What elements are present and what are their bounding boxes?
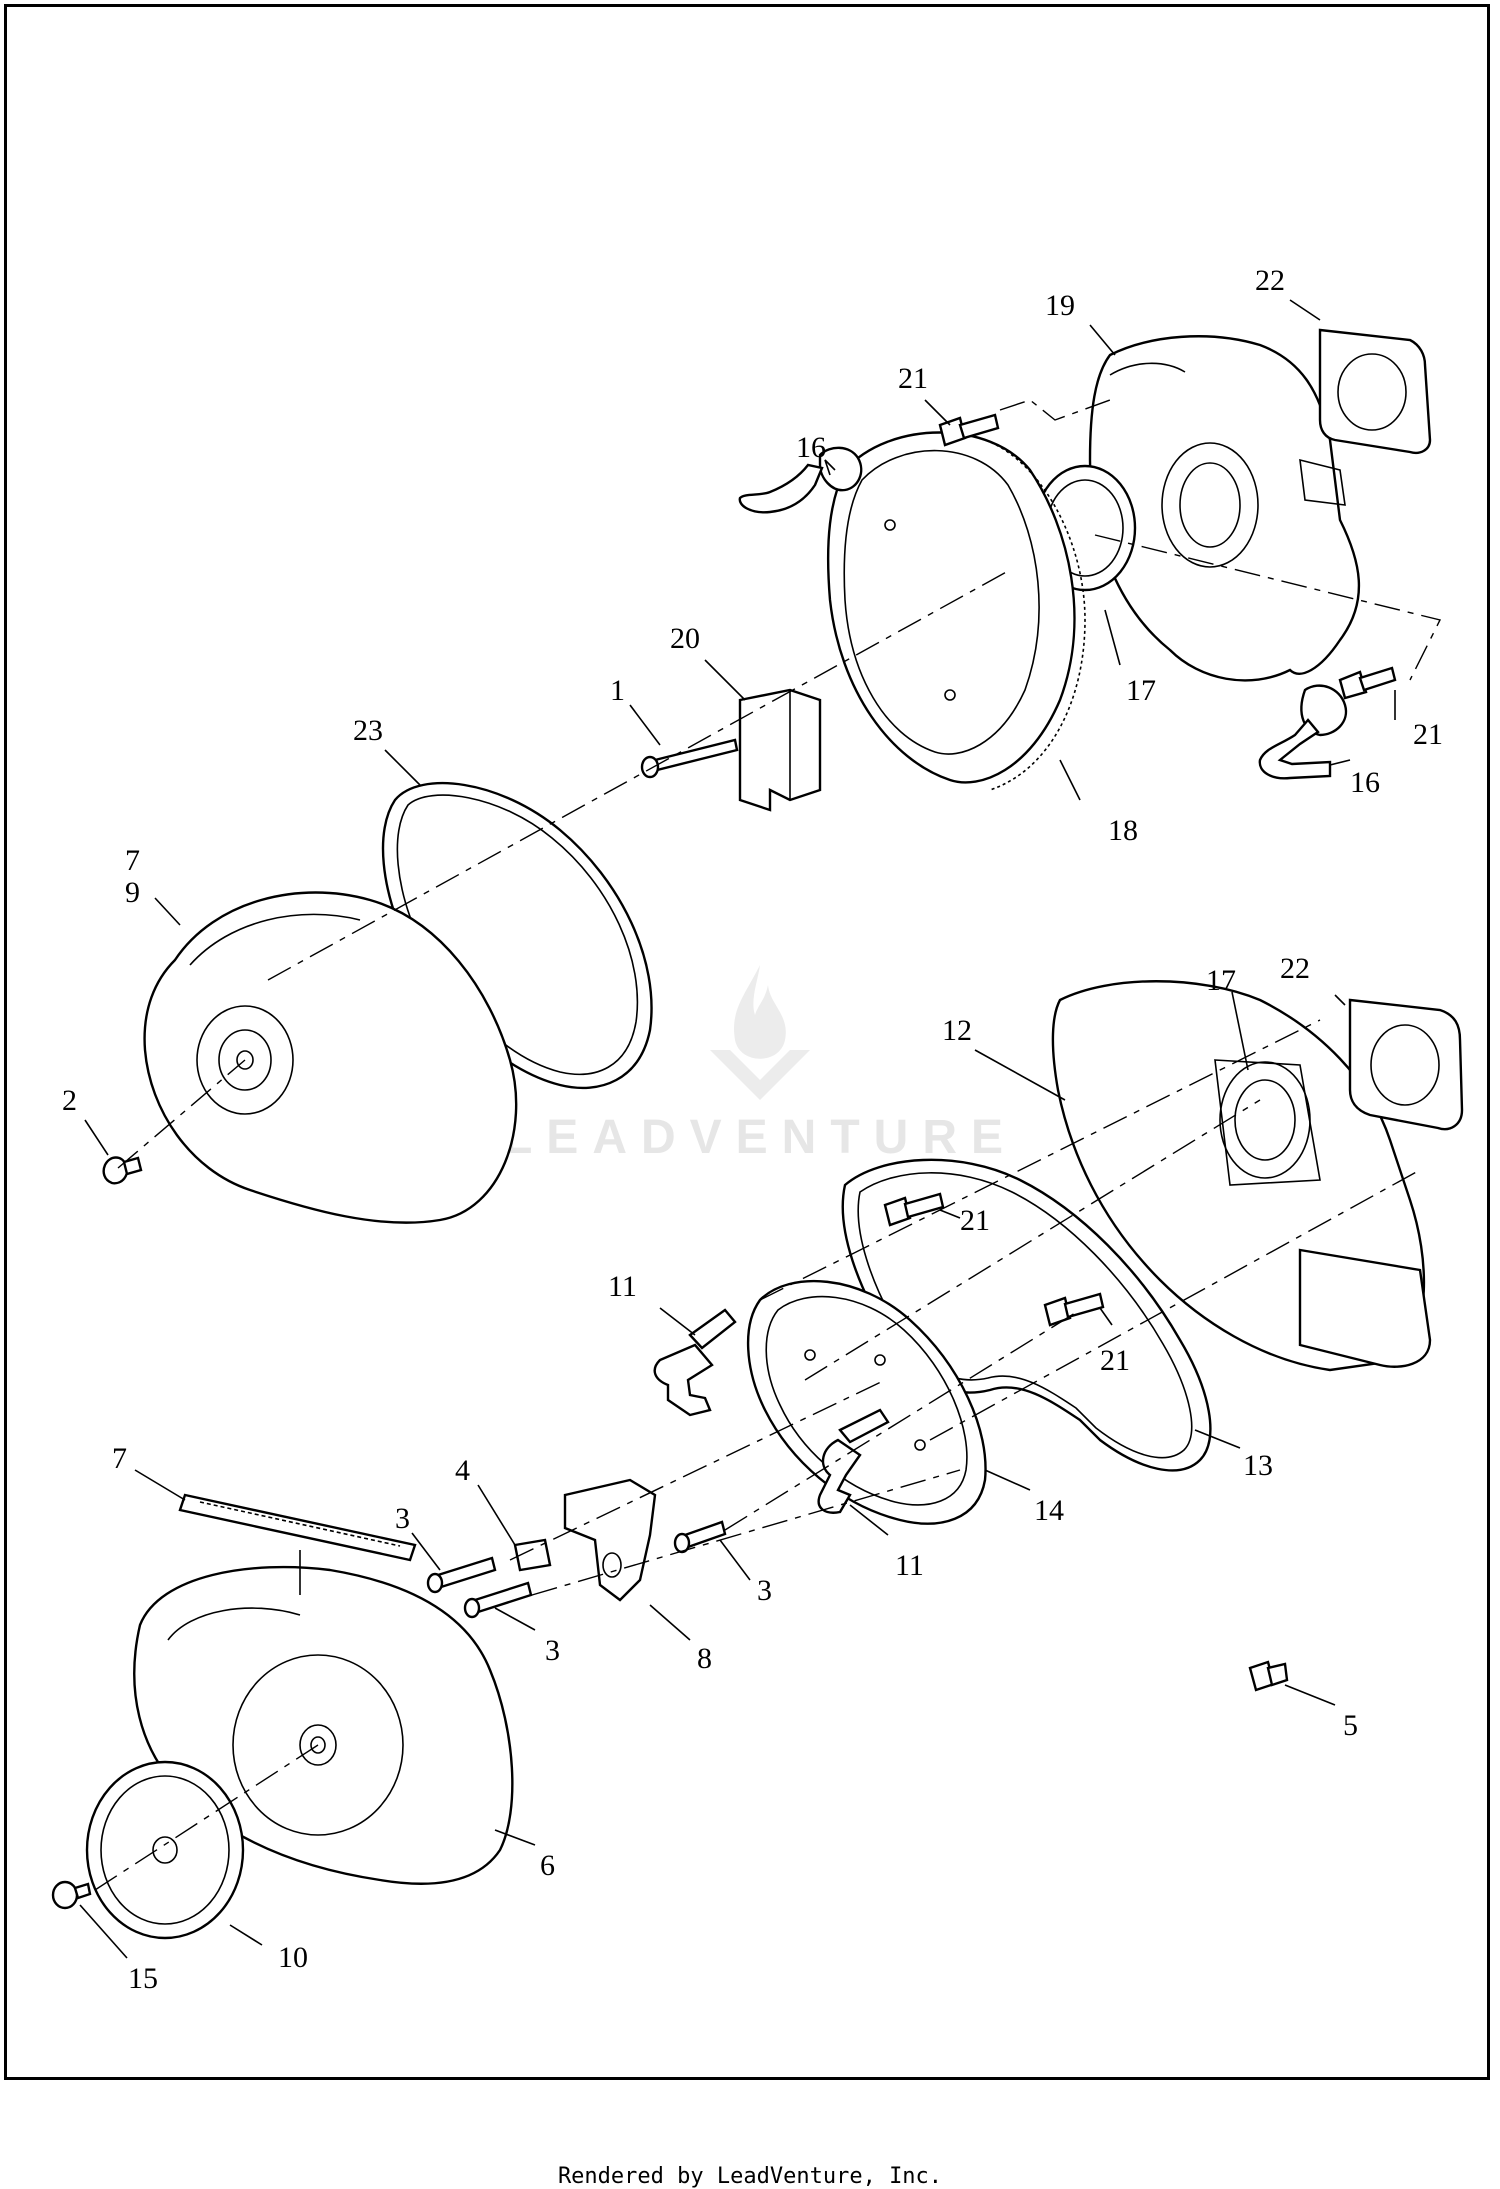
screw-3-upper bbox=[426, 1556, 497, 1594]
callout-6: 6 bbox=[540, 1849, 555, 1882]
callout-12: 12 bbox=[942, 1014, 972, 1047]
bolt-21-upper bbox=[938, 413, 1000, 447]
screw-3-right bbox=[673, 1520, 727, 1554]
callout-9: 9 bbox=[125, 876, 140, 909]
cover-upper bbox=[143, 891, 518, 1224]
leader-lines bbox=[79, 299, 1396, 1959]
screw-2 bbox=[102, 1156, 143, 1185]
screw-3-lower bbox=[463, 1581, 533, 1619]
diagram-frame bbox=[4, 4, 1490, 2080]
callout-5: 5 bbox=[1343, 1709, 1358, 1742]
callout-21-lower-b: 21 bbox=[1100, 1344, 1130, 1377]
callout-3-lower: 3 bbox=[545, 1634, 560, 1667]
callout-15: 15 bbox=[128, 1962, 158, 1995]
clip-5 bbox=[1248, 1660, 1289, 1692]
backplate-lower bbox=[1051, 980, 1432, 1372]
gasket-upper bbox=[1318, 328, 1432, 454]
callout-22-upper: 22 bbox=[1255, 264, 1285, 297]
watermark-text: LEADVENTURE bbox=[502, 1111, 1018, 1164]
callout-7-upper: 7 bbox=[125, 844, 140, 877]
callout-14: 14 bbox=[1034, 1494, 1064, 1527]
footer-credit: Rendered by LeadVenture, Inc. bbox=[557, 2164, 943, 2189]
screw-1 bbox=[640, 738, 739, 779]
callout-19: 19 bbox=[1045, 289, 1075, 322]
callout-10: 10 bbox=[278, 1941, 308, 1974]
callout-20: 20 bbox=[670, 622, 700, 655]
callout-23: 23 bbox=[353, 714, 383, 747]
callout-21-right: 21 bbox=[1413, 718, 1443, 751]
spacer-4 bbox=[513, 1538, 552, 1572]
leadventure-watermark: LEADVENTURE bbox=[490, 955, 1030, 1165]
bracket-8 bbox=[563, 1478, 657, 1602]
callout-11-left: 11 bbox=[608, 1270, 637, 1303]
filter-element-upper bbox=[826, 431, 1086, 791]
callout-8: 8 bbox=[697, 1642, 712, 1675]
bolt-21-lower-b bbox=[1043, 1292, 1105, 1327]
callout-7-lower: 7 bbox=[112, 1442, 127, 1475]
breather-11-left bbox=[653, 1308, 737, 1417]
filter-element-lower bbox=[746, 1279, 987, 1525]
callout-2: 2 bbox=[62, 1084, 77, 1117]
screw-15 bbox=[51, 1880, 92, 1910]
gasket-lower bbox=[1348, 998, 1464, 1131]
callout-11-right: 11 bbox=[895, 1549, 924, 1582]
breather-11-right bbox=[817, 1408, 890, 1514]
callout-21-upper: 21 bbox=[898, 362, 928, 395]
breather-16-lower bbox=[1258, 684, 1348, 780]
callout-1: 1 bbox=[610, 674, 625, 707]
callout-17-lower: 17 bbox=[1206, 964, 1236, 997]
callout-labels: 22 19 21 16 17 20 1 21 16 18 23 7 9 2 22… bbox=[62, 264, 1443, 1995]
callout-16-upper: 16 bbox=[796, 431, 826, 464]
callout-17-upper: 17 bbox=[1126, 674, 1156, 707]
trim-strip-7 bbox=[178, 1493, 417, 1562]
callout-18: 18 bbox=[1108, 814, 1138, 847]
callout-21-lower-a: 21 bbox=[960, 1204, 990, 1237]
callout-4: 4 bbox=[455, 1454, 470, 1487]
bolt-21-lower-a bbox=[883, 1192, 945, 1227]
callout-13: 13 bbox=[1243, 1449, 1273, 1482]
bracket-20 bbox=[738, 688, 822, 812]
callout-3-upper: 3 bbox=[395, 1502, 410, 1535]
callout-3-right: 3 bbox=[757, 1574, 772, 1607]
flame-logo-icon bbox=[710, 965, 810, 1100]
medallion-10 bbox=[85, 1760, 245, 1940]
callout-22-lower: 22 bbox=[1280, 952, 1310, 985]
bolt-21-right bbox=[1338, 666, 1397, 700]
callout-16-lower: 16 bbox=[1350, 766, 1380, 799]
assembly-centerlines bbox=[94, 399, 1442, 1891]
breather-16-upper bbox=[738, 446, 863, 514]
